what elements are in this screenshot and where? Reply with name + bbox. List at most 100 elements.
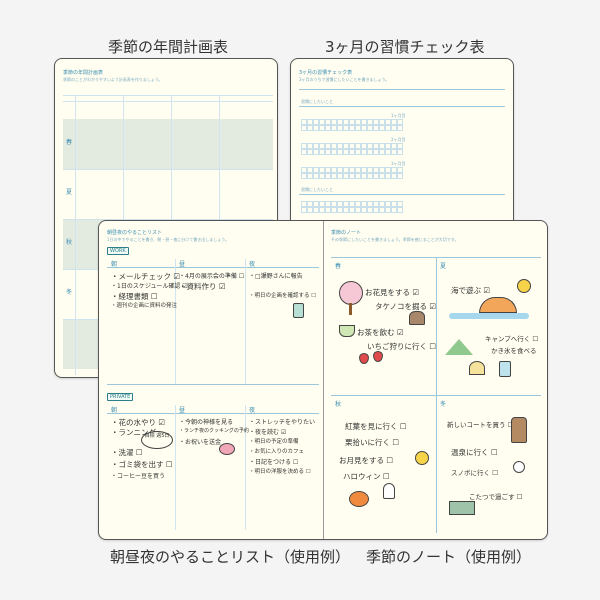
habit-check-cell[interactable] xyxy=(373,207,379,213)
habit-check-cell[interactable] xyxy=(319,119,325,125)
habit-check-cell[interactable] xyxy=(331,167,337,173)
habit-check-cell[interactable] xyxy=(379,167,385,173)
habit-check-cell[interactable] xyxy=(319,125,325,131)
habit-check-cell[interactable] xyxy=(361,201,367,207)
habit-check-cell[interactable] xyxy=(355,201,361,207)
habit-check-cell[interactable] xyxy=(391,201,397,207)
habit-check-cell[interactable] xyxy=(355,143,361,149)
habit-check-cell[interactable] xyxy=(313,207,319,213)
habit-check-cell[interactable] xyxy=(373,173,379,179)
habit-check-cell[interactable] xyxy=(385,143,391,149)
habit-check-cell[interactable] xyxy=(379,207,385,213)
habit-check-cell[interactable] xyxy=(307,149,313,155)
habit-check-cell[interactable] xyxy=(343,201,349,207)
habit-check-cell[interactable] xyxy=(373,201,379,207)
habit-check-cell[interactable] xyxy=(385,201,391,207)
habit-check-cell[interactable] xyxy=(373,167,379,173)
habit-check-cell[interactable] xyxy=(319,149,325,155)
habit-check-cell[interactable] xyxy=(379,143,385,149)
habit-check-cell[interactable] xyxy=(355,119,361,125)
habit-check-cell[interactable] xyxy=(331,143,337,149)
habit-check-cell[interactable] xyxy=(307,143,313,149)
habit-check-cell[interactable] xyxy=(343,173,349,179)
habit-check-cell[interactable] xyxy=(355,207,361,213)
habit-check-cell[interactable] xyxy=(301,119,307,125)
habit-check-cell[interactable] xyxy=(313,143,319,149)
habit-check-cell[interactable] xyxy=(367,119,373,125)
habit-check-cell[interactable] xyxy=(349,149,355,155)
habit-check-cell[interactable] xyxy=(367,149,373,155)
habit-grid-3[interactable] xyxy=(301,167,403,179)
habit-check-cell[interactable] xyxy=(337,167,343,173)
habit-check-cell[interactable] xyxy=(337,149,343,155)
habit-check-cell[interactable] xyxy=(343,167,349,173)
habit-check-cell[interactable] xyxy=(325,167,331,173)
habit-check-cell[interactable] xyxy=(367,125,373,131)
habit-check-cell[interactable] xyxy=(337,207,343,213)
habit-check-cell[interactable] xyxy=(361,173,367,179)
habit-grid-4[interactable] xyxy=(301,201,403,213)
habit-check-cell[interactable] xyxy=(373,119,379,125)
habit-check-cell[interactable] xyxy=(325,201,331,207)
habit-check-cell[interactable] xyxy=(337,125,343,131)
habit-check-cell[interactable] xyxy=(349,173,355,179)
habit-check-cell[interactable] xyxy=(331,207,337,213)
habit-check-cell[interactable] xyxy=(349,201,355,207)
habit-check-cell[interactable] xyxy=(373,125,379,131)
habit-check-cell[interactable] xyxy=(331,149,337,155)
habit-check-cell[interactable] xyxy=(391,207,397,213)
habit-check-cell[interactable] xyxy=(385,167,391,173)
habit-check-cell[interactable] xyxy=(337,173,343,179)
habit-check-cell[interactable] xyxy=(391,173,397,179)
habit-check-cell[interactable] xyxy=(367,167,373,173)
habit-check-cell[interactable] xyxy=(379,201,385,207)
habit-check-cell[interactable] xyxy=(307,167,313,173)
habit-check-cell[interactable] xyxy=(301,173,307,179)
habit-check-cell[interactable] xyxy=(355,167,361,173)
habit-check-cell[interactable] xyxy=(343,125,349,131)
habit-check-cell[interactable] xyxy=(337,201,343,207)
habit-check-cell[interactable] xyxy=(349,143,355,149)
habit-check-cell[interactable] xyxy=(397,119,403,125)
habit-check-cell[interactable] xyxy=(319,143,325,149)
habit-check-cell[interactable] xyxy=(355,149,361,155)
habit-check-cell[interactable] xyxy=(397,143,403,149)
habit-check-cell[interactable] xyxy=(301,143,307,149)
habit-grid-2[interactable] xyxy=(301,143,403,155)
habit-check-cell[interactable] xyxy=(361,119,367,125)
habit-check-cell[interactable] xyxy=(355,173,361,179)
habit-check-cell[interactable] xyxy=(331,125,337,131)
habit-check-cell[interactable] xyxy=(307,201,313,207)
habit-check-cell[interactable] xyxy=(319,207,325,213)
habit-check-cell[interactable] xyxy=(391,167,397,173)
habit-check-cell[interactable] xyxy=(385,173,391,179)
habit-check-cell[interactable] xyxy=(367,173,373,179)
habit-check-cell[interactable] xyxy=(379,125,385,131)
habit-check-cell[interactable] xyxy=(319,201,325,207)
habit-check-cell[interactable] xyxy=(343,149,349,155)
habit-check-cell[interactable] xyxy=(337,143,343,149)
habit-check-cell[interactable] xyxy=(301,149,307,155)
habit-check-cell[interactable] xyxy=(367,201,373,207)
habit-check-cell[interactable] xyxy=(331,201,337,207)
habit-check-cell[interactable] xyxy=(313,201,319,207)
habit-check-cell[interactable] xyxy=(385,207,391,213)
habit-check-cell[interactable] xyxy=(373,149,379,155)
habit-check-cell[interactable] xyxy=(367,143,373,149)
habit-check-cell[interactable] xyxy=(391,119,397,125)
habit-check-cell[interactable] xyxy=(343,143,349,149)
habit-check-cell[interactable] xyxy=(343,119,349,125)
habit-check-cell[interactable] xyxy=(361,143,367,149)
habit-check-cell[interactable] xyxy=(325,173,331,179)
habit-check-cell[interactable] xyxy=(307,173,313,179)
habit-check-cell[interactable] xyxy=(301,207,307,213)
habit-check-cell[interactable] xyxy=(349,207,355,213)
habit-check-cell[interactable] xyxy=(307,207,313,213)
habit-check-cell[interactable] xyxy=(313,167,319,173)
habit-check-cell[interactable] xyxy=(325,207,331,213)
habit-grid-1[interactable] xyxy=(301,119,403,131)
habit-check-cell[interactable] xyxy=(391,143,397,149)
habit-check-cell[interactable] xyxy=(319,173,325,179)
habit-check-cell[interactable] xyxy=(325,119,331,125)
habit-check-cell[interactable] xyxy=(313,119,319,125)
